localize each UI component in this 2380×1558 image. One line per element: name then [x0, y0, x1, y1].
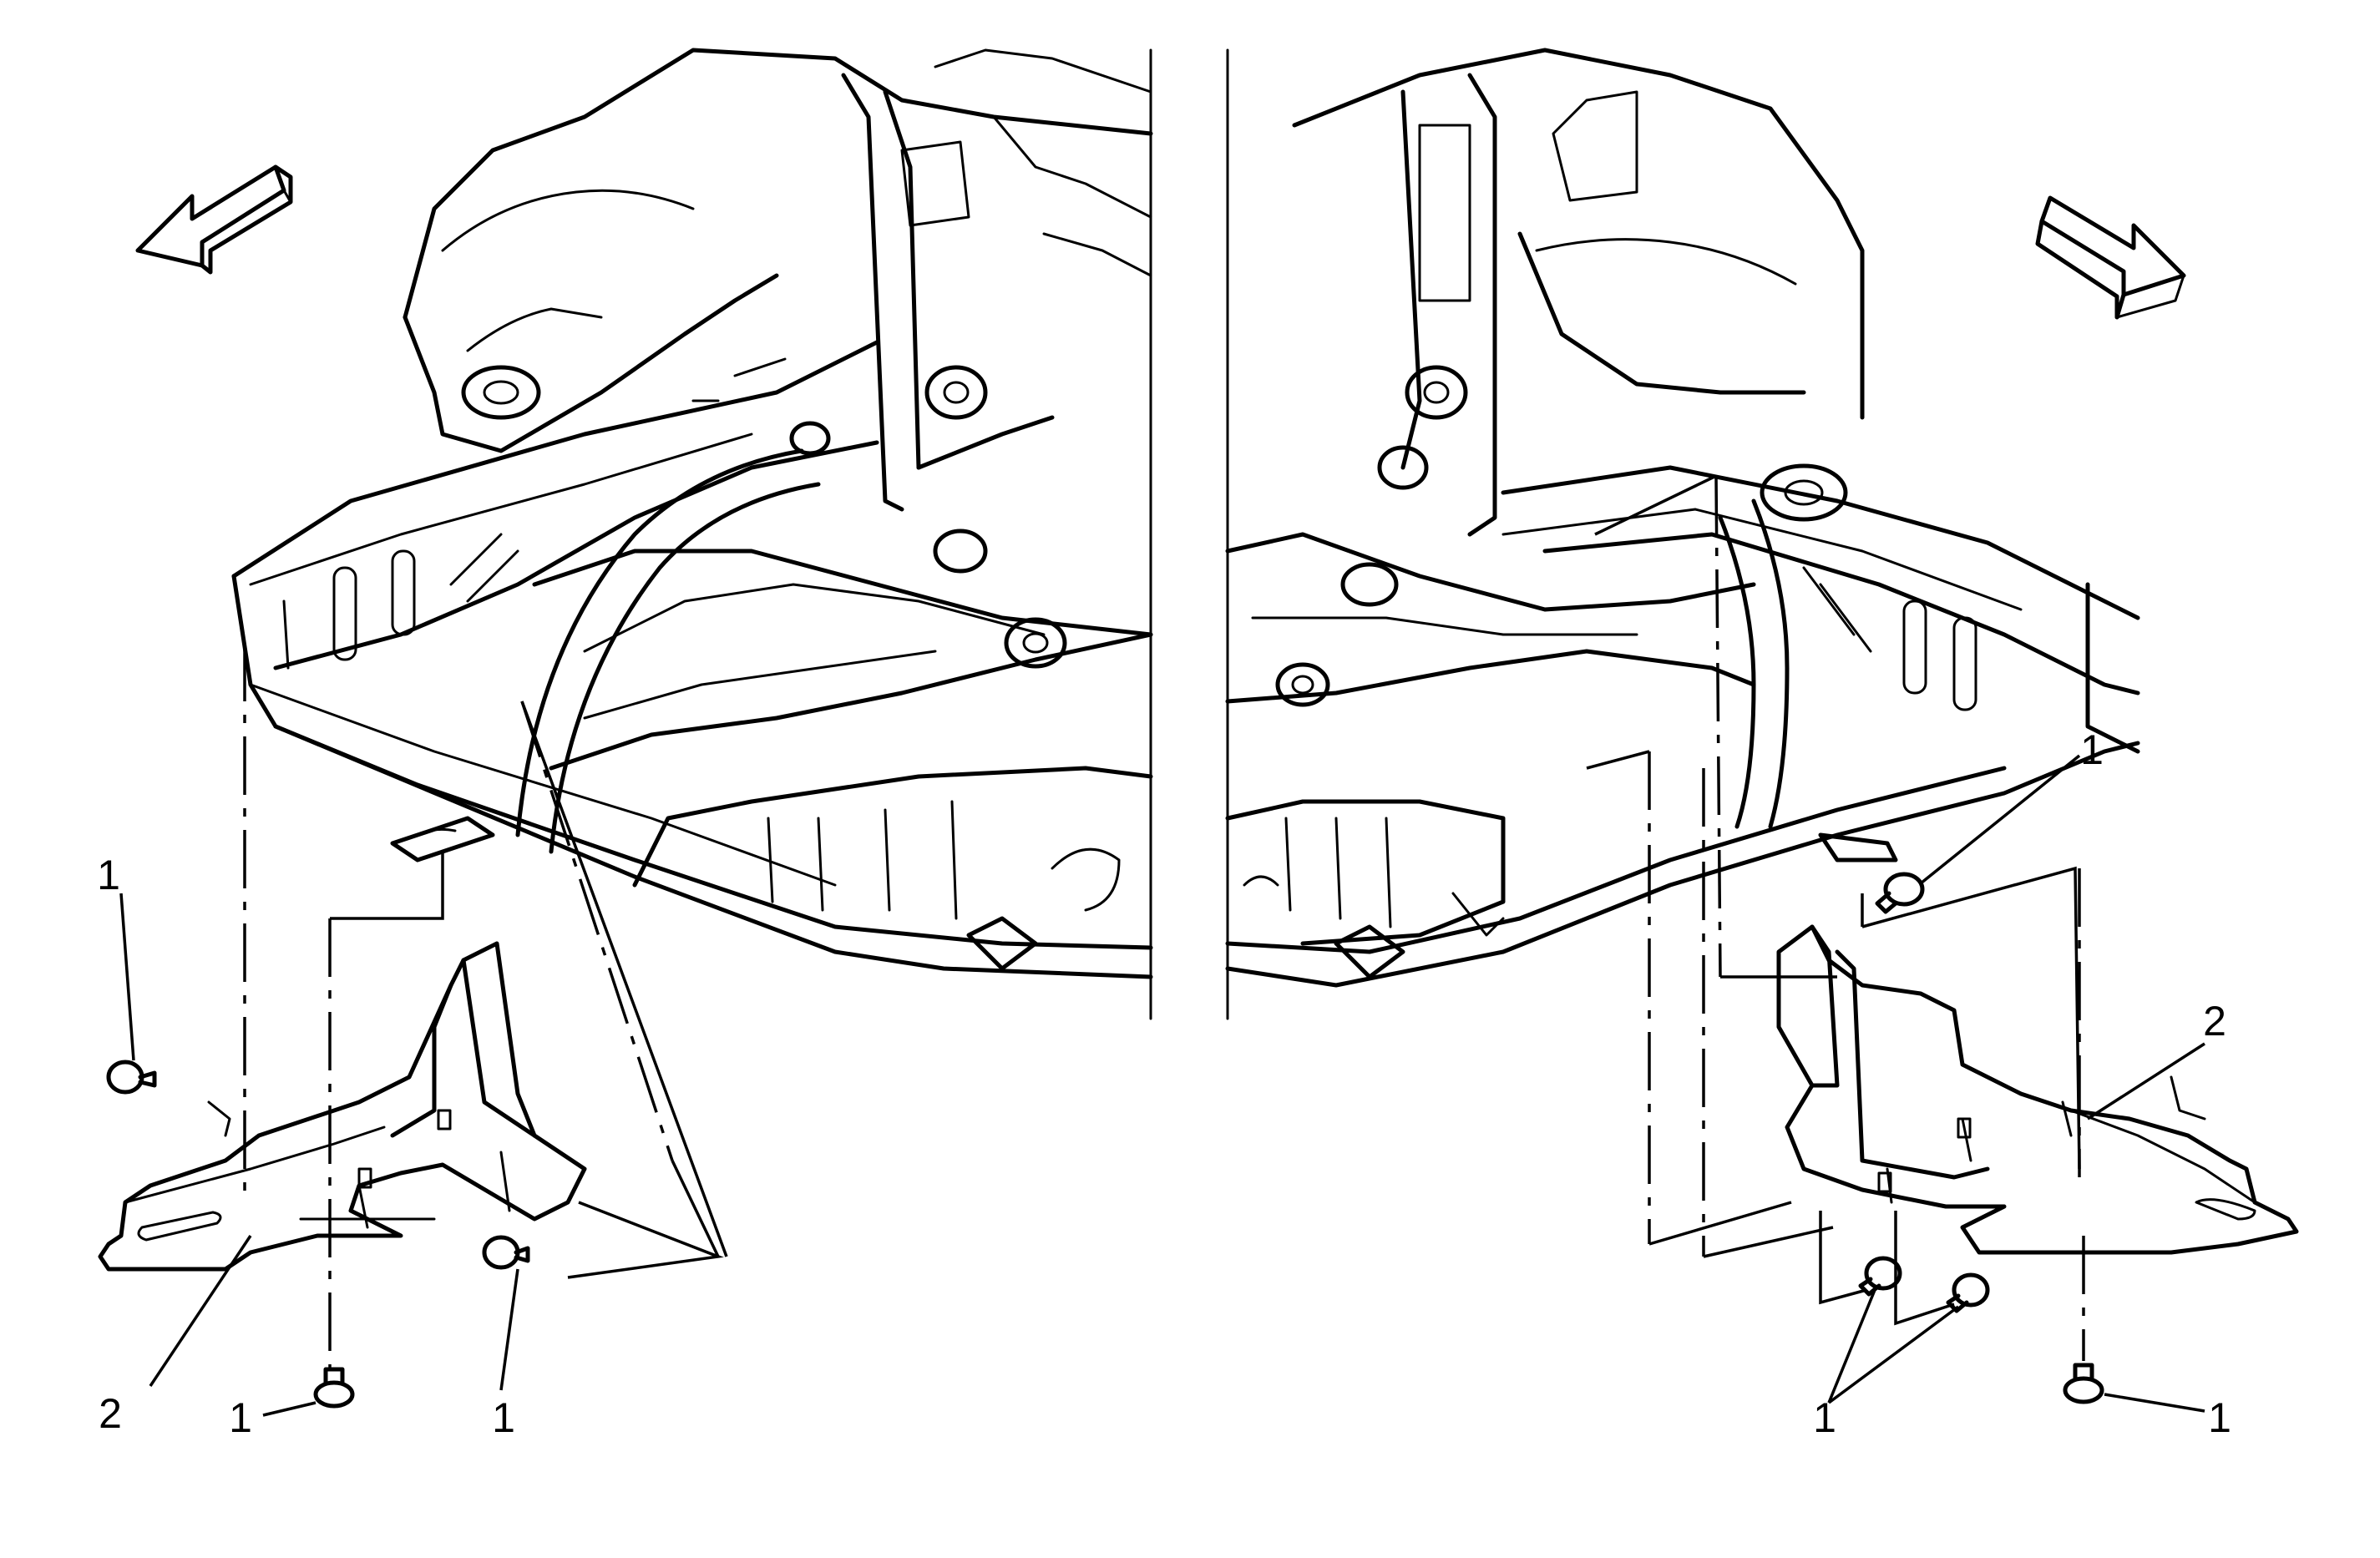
direction-arrow-left-icon: [135, 164, 293, 275]
callout-right-1-top: 1: [2080, 726, 2104, 773]
right-alignment-lines: [1586, 474, 2085, 1361]
left-alignment-lines: [243, 643, 728, 1369]
callout-left-1-bottom: 1: [229, 1394, 252, 1441]
push-pin-fastener-icon: [1858, 1256, 1902, 1297]
push-pin-fastener-icon: [1875, 872, 1925, 914]
right-leaders: [1827, 754, 2205, 1413]
direction-arrow-right-icon: [2035, 195, 2186, 320]
callout-right-1-bottom-right: 1: [2208, 1394, 2231, 1441]
push-pin-fastener-icon: [106, 1060, 157, 1095]
right-splash-shield: [1776, 924, 2299, 1255]
right-fasteners: [1858, 872, 2104, 1404]
left-fasteners: [106, 1060, 530, 1409]
callout-left-1-right: 1: [492, 1394, 515, 1441]
callout-right-1-bottom-left: 1: [1813, 1394, 1836, 1441]
push-pin-fastener-icon: [1946, 1272, 1990, 1313]
push-pin-fastener-icon: [313, 1367, 355, 1409]
push-pin-fastener-icon: [2063, 1363, 2104, 1404]
callout-right-2: 2: [2203, 998, 2226, 1045]
callout-left-2: 2: [99, 1390, 122, 1437]
left-view: 1 2 1 1: [97, 48, 1153, 1441]
push-pin-fastener-icon: [482, 1235, 530, 1270]
right-view: 1 2 1 1: [1225, 48, 2299, 1441]
right-body-structure: [1225, 48, 2140, 1020]
callout-left-1-top: 1: [97, 852, 120, 898]
left-body-structure: [231, 48, 1153, 1020]
left-leaders: [119, 893, 519, 1417]
left-splash-shield: [98, 941, 587, 1272]
